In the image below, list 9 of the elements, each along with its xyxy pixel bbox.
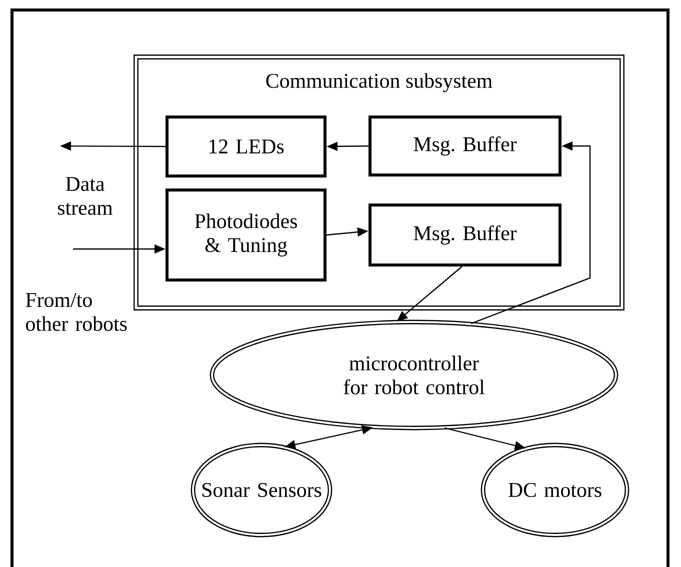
process-box: 12 LEDs bbox=[166, 116, 326, 178]
oval-node: microcontroller for robot control bbox=[210, 320, 618, 430]
process-box: Msg. Buffer bbox=[368, 204, 562, 266]
process-box: Photodiodes & Tuning bbox=[166, 188, 326, 282]
process-box: Msg. Buffer bbox=[368, 116, 562, 176]
text-label: From/to other robots bbox=[26, 293, 127, 331]
oval-node: Sonar Sensors bbox=[190, 442, 332, 538]
oval-node: DC motors bbox=[480, 442, 630, 538]
text-label: Data stream bbox=[58, 177, 113, 215]
